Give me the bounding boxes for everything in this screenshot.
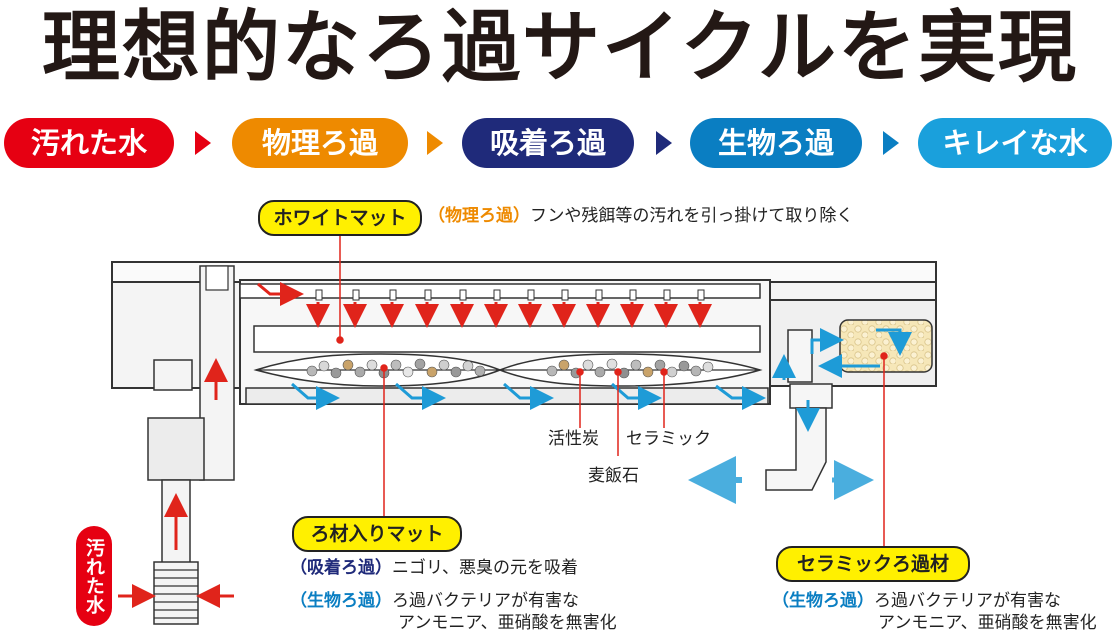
clean-flow-arrows: [291, 328, 912, 504]
white-mat-name: ホワイトマット: [273, 207, 407, 229]
stage-arrow-icon: [656, 131, 672, 155]
filter-mat-desc-biological-1: ろ過バクテリアが有害な: [392, 591, 579, 611]
stage-label: 吸着ろ過: [489, 126, 606, 160]
white-mat-tag: （物理ろ過）: [428, 206, 530, 226]
filter-mat-desc-adsorption: ニゴリ、悪臭の元を吸着: [392, 558, 578, 578]
ceramic-media-desc-1: ろ過バクテリアが有害な: [874, 591, 1061, 611]
ceramic-media-box: [839, 319, 933, 373]
stage-arrow-icon: [427, 131, 443, 155]
filter-mat-callout: ろ材入りマット: [292, 516, 462, 552]
dirty-flow-arrows: [118, 282, 712, 608]
stage-physical: 物理ろ過: [232, 118, 408, 168]
filtration-stages: 汚れた水 物理ろ過 吸着ろ過 生物ろ過 キレイな水: [0, 118, 1120, 172]
filter-mat-tag-adsorption: （吸着ろ過）: [290, 558, 392, 578]
page-title: 理想的なろ過サイクルを実現: [41, 3, 1079, 93]
leader-lines: [336, 232, 888, 546]
stage-label: 物理ろ過: [261, 126, 378, 160]
white-mat: [253, 325, 761, 353]
dirty-water-label: 汚れた水: [76, 526, 112, 626]
drip-tray: [239, 283, 761, 301]
ceramic-label: セラミック: [626, 429, 711, 449]
ceramic-media-biological: （生物ろ過）ろ過バクテリアが有害な: [772, 590, 1061, 612]
white-mat-callout: ホワイトマット: [258, 200, 422, 236]
white-mat-desc: フンや残餌等の汚れを引っ掛けて取り除く: [530, 206, 854, 226]
filter-mat-name: ろ材入りマット: [310, 523, 444, 545]
ceramic-media-desc-2: アンモニア、亜硝酸を無害化: [878, 613, 1097, 633]
bakuhanseki-label: 麦飯石: [588, 466, 639, 486]
ceramic-media-name: セラミックろ過材: [796, 553, 949, 575]
stage-dirty-water: 汚れた水: [4, 118, 174, 168]
white-mat-description: （物理ろ過）フンや残餌等の汚れを引っ掛けて取り除く: [428, 205, 853, 227]
filter-mat-adsorption: （吸着ろ過）ニゴリ、悪臭の元を吸着: [290, 557, 578, 579]
ceramic-media-tag: （生物ろ過）: [772, 591, 874, 611]
stage-label: 生物ろ過: [717, 126, 834, 160]
media-mat: [253, 353, 763, 387]
filter-mat-biological: （生物ろ過）ろ過バクテリアが有害な: [290, 590, 579, 612]
stage-clean-water: キレイな水: [918, 118, 1112, 168]
ceramic-media-callout: セラミックろ過材: [776, 546, 970, 582]
carbon-label: 活性炭: [548, 429, 599, 449]
stage-label: キレイな水: [942, 126, 1088, 160]
stage-label: 汚れた水: [30, 126, 147, 160]
stage-adsorption: 吸着ろ過: [462, 118, 634, 168]
stage-biological: 生物ろ過: [690, 118, 862, 168]
filter-mat-desc-biological-2: アンモニア、亜硝酸を無害化: [398, 613, 617, 633]
filter-mat-tag-biological: （生物ろ過）: [290, 591, 392, 611]
stage-arrow-icon: [883, 131, 899, 155]
stage-arrow-icon: [195, 131, 211, 155]
